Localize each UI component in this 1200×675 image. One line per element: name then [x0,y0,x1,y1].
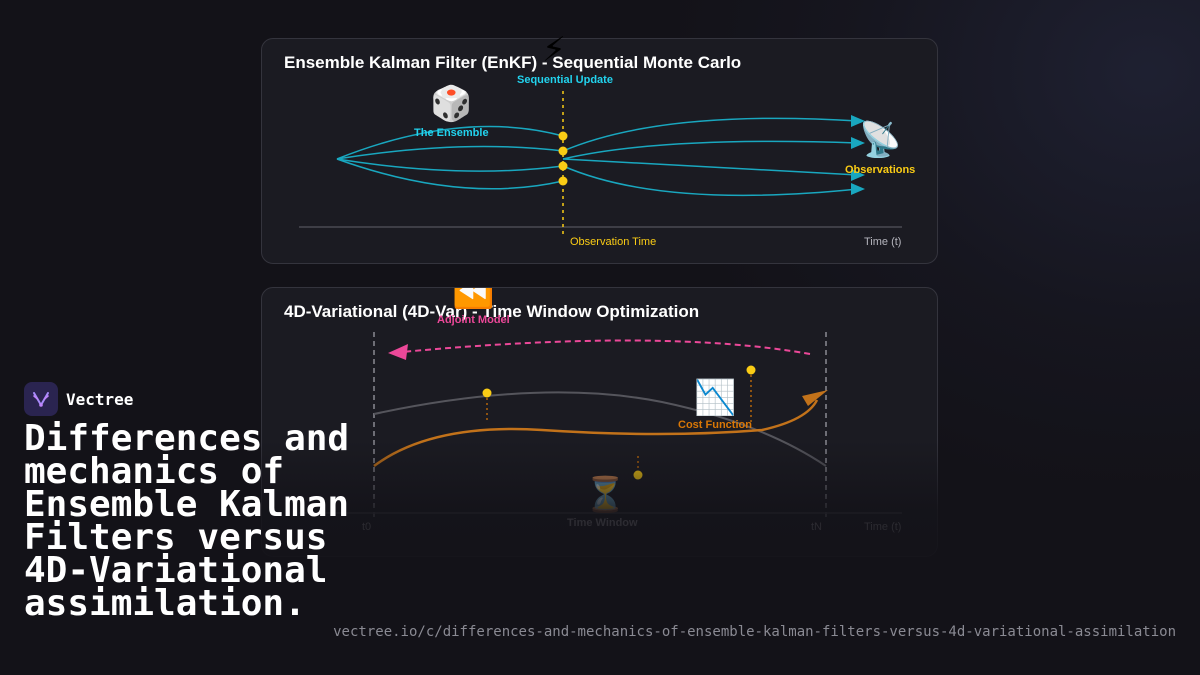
ensemble-member-3-analysis [562,158,859,176]
arrowheads [851,115,865,195]
enkf-diagram [299,91,902,237]
lightning-icon: ⚡ [542,30,566,70]
arrowhead [851,137,865,149]
vectree-logo-icon [24,382,58,416]
background-trajectory [373,391,827,467]
brand: Vectree [24,382,133,416]
ensemble-marker [558,161,568,171]
arrowhead [802,390,828,406]
headline: Differences and mechanics of Ensemble Ka… [24,418,350,624]
time-axis-label: Time (t) [864,521,902,533]
chart-decreasing-icon: 📉 [694,378,737,418]
observations-label: Observations [845,164,916,176]
satellite-antenna-icon: 📡 [859,120,902,160]
cost-function-label: Cost Function [678,419,752,431]
enkf-panel-title: Ensemble Kalman Filter (EnKF) - Sequenti… [284,53,742,72]
enkf-panel: Ensemble Kalman Filter (EnKF) - Sequenti… [261,33,938,264]
hourglass-icon: ⏳ [584,475,627,515]
brand-name: Vectree [66,389,134,409]
adjoint-model-label: Adjoint Model [437,314,510,326]
time-window-label: Time Window [567,517,638,529]
sequential-update-label: Sequential Update [517,74,613,86]
ensemble-trajectories [336,117,859,197]
arrowhead [851,169,865,181]
ensemble-member-2-forecast [336,145,564,160]
ensemble-member-4-analysis [562,165,859,197]
ensemble-label: The Ensemble [414,127,489,139]
ensemble-member-2-analysis [562,140,859,160]
rewind-icon: ⏪ [452,287,495,311]
ensemble-marker [558,176,568,186]
ensemble-update-markers [558,131,568,186]
adjoint-backward-path [401,339,811,355]
observation-point [746,365,756,375]
ensemble-member-3-forecast [336,158,564,172]
ensemble-member-1-forecast [336,125,564,160]
ensemble-marker [558,131,568,141]
arrowhead [851,183,865,195]
arrowhead [388,344,408,360]
page-url[interactable]: vectree.io/c/differences-and-mechanics-o… [333,624,1176,640]
ensemble-marker [558,146,568,156]
window-end-label: tN [811,521,822,533]
ensemble-member-4-forecast [336,158,564,190]
ensemble-member-1-analysis [562,117,859,152]
observation-point [633,470,643,480]
dice-icon: 🎲 [430,84,473,124]
arrowhead [851,115,865,127]
fourdvar-panel-title: 4D-Variational (4D-Var) - Time Window Op… [284,302,700,321]
time-axis-label: Time (t) [864,236,902,248]
observation-point [482,388,492,398]
optimized-trajectory [373,399,819,468]
observation-time-label: Observation Time [570,236,657,248]
